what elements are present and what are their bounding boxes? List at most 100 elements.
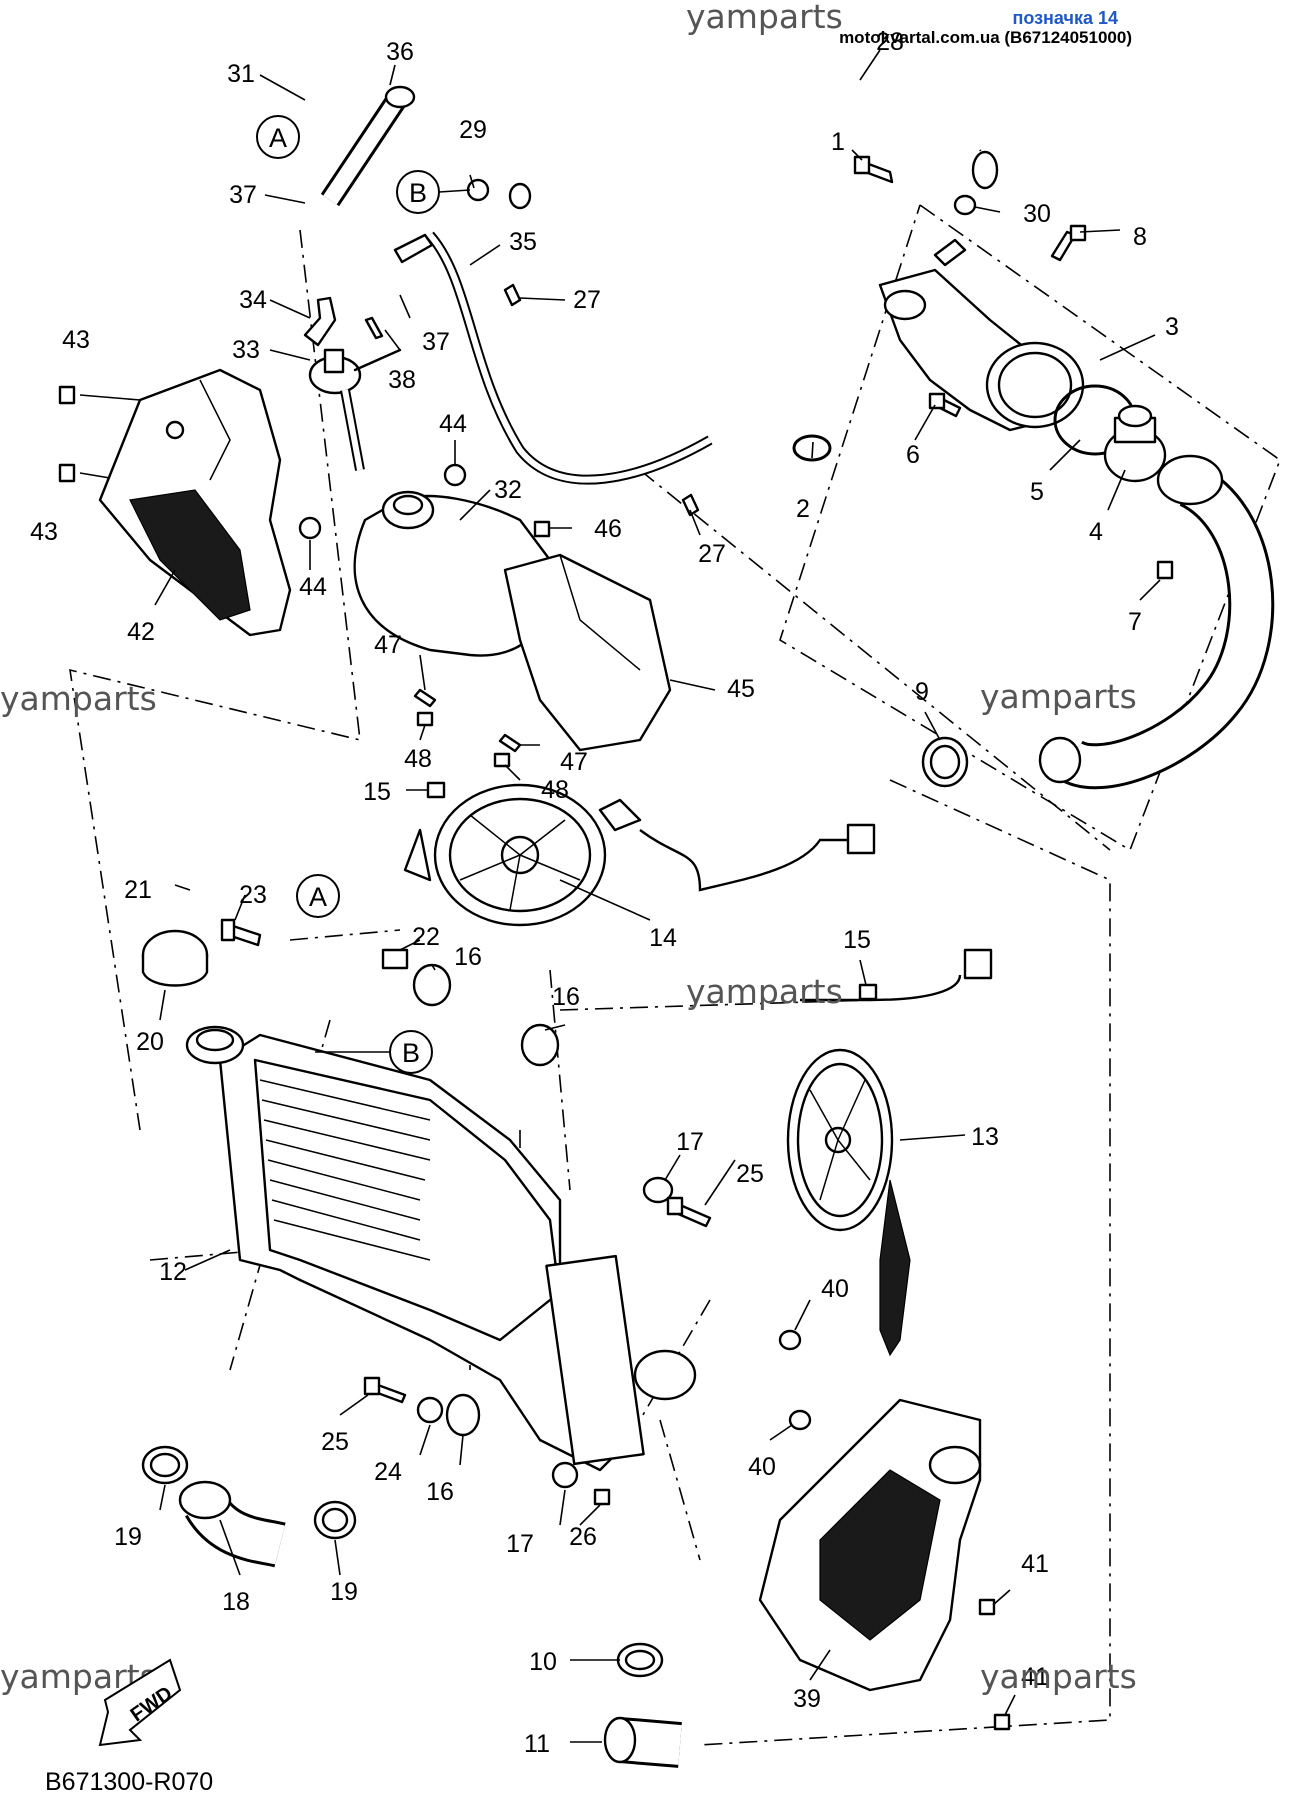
- grommet-16a: [412, 963, 452, 1007]
- callout-35: 35: [509, 228, 537, 256]
- connector-a-lower-label: A: [309, 882, 327, 912]
- callout-27b: 27: [698, 540, 726, 568]
- hose-clamp-19a: [141, 1445, 189, 1485]
- callout-numbers: 1 2 3 4 5 6 7 8 9 10 11 12 13 14 15 15 1…: [30, 28, 1179, 1758]
- callout-9: 9: [915, 678, 929, 706]
- clip-48b: [493, 752, 511, 768]
- o-ring-2: [792, 434, 832, 462]
- callout-31: 31: [227, 60, 255, 88]
- collar-44b: [298, 516, 322, 540]
- callout-38: 38: [388, 366, 416, 394]
- callout-28: 28: [876, 28, 904, 56]
- callout-3: 3: [1165, 313, 1179, 341]
- callout-23: 23: [239, 881, 267, 909]
- source-reference: motokvartal.com.ua (B67124051000): [839, 28, 1132, 47]
- clip-27b: [681, 493, 700, 517]
- callout-16c: 16: [426, 1478, 454, 1506]
- hose-clamp-10: [616, 1642, 664, 1678]
- reservoir-cover-45: [503, 553, 672, 752]
- callout-45: 45: [727, 675, 755, 703]
- callout-2: 2: [796, 495, 810, 523]
- callout-32: 32: [494, 476, 522, 504]
- grommet-16b: [520, 1023, 560, 1067]
- callout-27a: 27: [573, 286, 601, 314]
- callout-8: 8: [1133, 223, 1147, 251]
- callout-17b: 17: [506, 1530, 534, 1558]
- hose-clamp-30: [953, 194, 977, 216]
- watermark-6: yamparts: [980, 1657, 1137, 1696]
- callout-40a: 40: [821, 1275, 849, 1303]
- bolt-15b: [858, 983, 878, 1001]
- label-note: позначка 14: [1012, 8, 1118, 28]
- callout-40b: 40: [748, 1453, 776, 1481]
- radiator-outlet-pipe: [1038, 454, 1275, 790]
- callout-10: 10: [529, 1648, 557, 1676]
- hose-11: [603, 1716, 682, 1768]
- callout-5: 5: [1030, 478, 1044, 506]
- callout-44b: 44: [299, 573, 327, 601]
- callout-48a: 48: [404, 745, 432, 773]
- hose-clamp-29: [466, 178, 490, 202]
- watermark-3: yamparts: [980, 677, 1137, 716]
- callout-39: 39: [793, 1685, 821, 1713]
- callout-20: 20: [136, 1028, 164, 1056]
- bolt-6-head: [928, 392, 946, 410]
- callout-19b: 19: [330, 1578, 358, 1606]
- bolt-46: [533, 520, 551, 538]
- bolt-8-head: [1069, 224, 1087, 242]
- thermostat-4: [1103, 404, 1167, 483]
- callout-48b: 48: [541, 776, 569, 804]
- connector-a-upper: A: [256, 115, 300, 159]
- callout-33: 33: [232, 336, 260, 364]
- radiator-cap-20: [141, 929, 209, 987]
- collar-44a: [443, 463, 467, 487]
- callout-34: 34: [239, 286, 267, 314]
- bolt-23-head: [220, 918, 236, 942]
- collar-40b: [788, 1409, 812, 1431]
- collar-17a: [642, 1176, 674, 1204]
- callout-46: 46: [594, 515, 622, 543]
- callout-43a: 43: [62, 326, 90, 354]
- callout-16b: 16: [552, 983, 580, 1011]
- washer-24: [416, 1396, 444, 1424]
- fasteners: [58, 155, 1174, 1731]
- callout-19a: 19: [114, 1523, 142, 1551]
- callout-43b: 43: [30, 518, 58, 546]
- callout-30: 30: [1023, 200, 1051, 228]
- nut-26: [593, 1488, 611, 1506]
- callout-37b: 37: [422, 328, 450, 356]
- bolt-7: [1156, 560, 1174, 580]
- hose-clamp-19b: [313, 1500, 357, 1540]
- callout-7: 7: [1128, 608, 1142, 636]
- callout-12: 12: [159, 1258, 187, 1286]
- callout-21: 21: [124, 876, 152, 904]
- callout-13: 13: [971, 1123, 999, 1151]
- bolt-1-head: [853, 155, 871, 175]
- diagram-code: B671300-R070: [45, 1768, 213, 1796]
- callout-22: 22: [412, 923, 440, 951]
- callout-36: 36: [386, 38, 414, 66]
- callout-41a: 41: [1021, 1550, 1049, 1578]
- air-shroud-39: [758, 1398, 982, 1692]
- callout-6: 6: [906, 441, 920, 469]
- thermostat-housing-3: [878, 238, 1085, 432]
- connector-b-lower-label: B: [402, 1038, 420, 1068]
- callout-15b: 15: [843, 926, 871, 954]
- reservoir-cap-33: [308, 348, 402, 471]
- hose-28: [508, 61, 999, 210]
- hose-18: [178, 1480, 286, 1568]
- callout-47b: 47: [560, 748, 588, 776]
- callout-42: 42: [127, 618, 155, 646]
- clip-47a: [413, 688, 437, 708]
- bolt-43b: [58, 463, 76, 483]
- callout-16a: 16: [454, 943, 482, 971]
- connector-b-lower: B: [315, 1030, 433, 1074]
- callout-4: 4: [1089, 518, 1103, 546]
- cooling-fan-13: [786, 948, 993, 1357]
- bolt-15a: [426, 781, 446, 799]
- grommet-16c: [445, 1393, 481, 1437]
- clip-27a: [503, 283, 522, 307]
- collar-22: [381, 948, 409, 970]
- connector-b-upper: B: [396, 170, 471, 214]
